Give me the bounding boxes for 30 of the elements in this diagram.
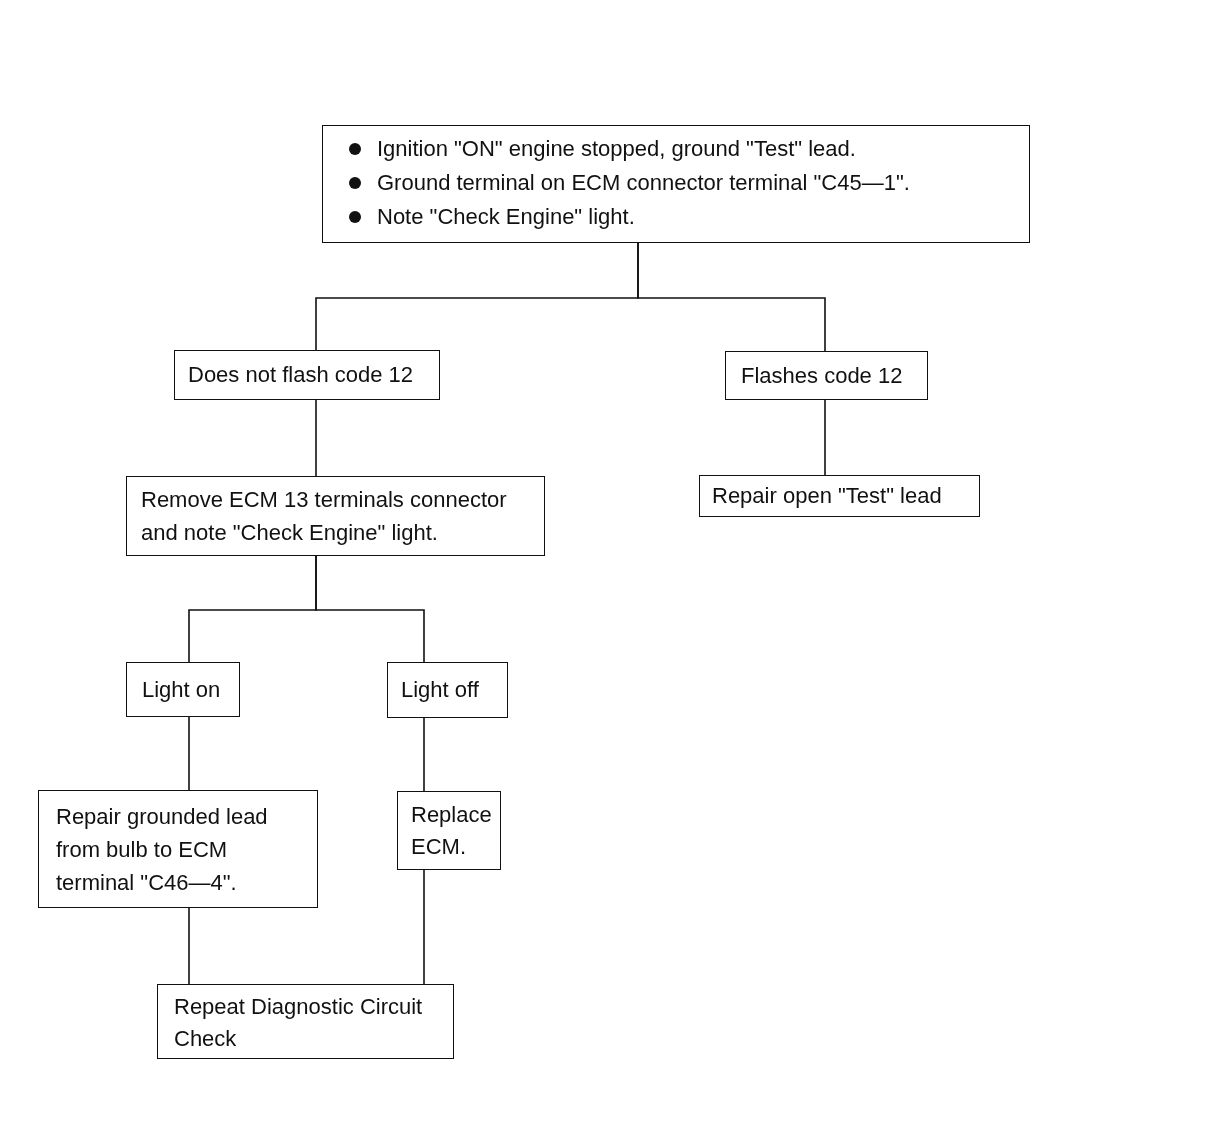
connector-line (315, 555, 425, 663)
connector-line (315, 399, 317, 477)
connector-line (423, 869, 425, 985)
process-box (387, 662, 508, 718)
connector-line (423, 717, 425, 792)
connector-line (188, 907, 190, 985)
process-box (157, 984, 454, 1059)
process-box (126, 476, 545, 556)
process-box (397, 791, 501, 870)
process-box (725, 351, 928, 400)
step-text: Repair open "Test" lead (712, 482, 943, 510)
step-text: Does not flash code 12 (188, 361, 415, 389)
step-text: Light on (142, 675, 222, 704)
step-text: Remove ECM 13 terminals connector and note "Check Engine" light. (141, 486, 508, 547)
connector-line (824, 399, 826, 476)
process-box (322, 125, 1030, 243)
process-box (38, 790, 318, 908)
step-text: Note "Check Engine" light. (377, 203, 635, 231)
step-text: Ignition "ON" engine stopped, ground "Test" lead. (377, 135, 856, 163)
process-box (174, 350, 440, 400)
process-box (126, 662, 240, 717)
step-text: Light off (401, 676, 480, 704)
step-text: Repair grounded lead from bulb to ECM terminal "C46—4". (56, 802, 269, 897)
connector-line (637, 242, 826, 352)
step-text: Ground terminal on ECM connector terminal "C45—1". (377, 169, 910, 197)
connector-line (188, 716, 190, 791)
step-text: Replace ECM. (411, 800, 493, 861)
step-text: Flashes code 12 (741, 361, 904, 390)
process-box (699, 475, 980, 517)
step-text: Repeat Diagnostic Circuit Check (174, 993, 424, 1053)
